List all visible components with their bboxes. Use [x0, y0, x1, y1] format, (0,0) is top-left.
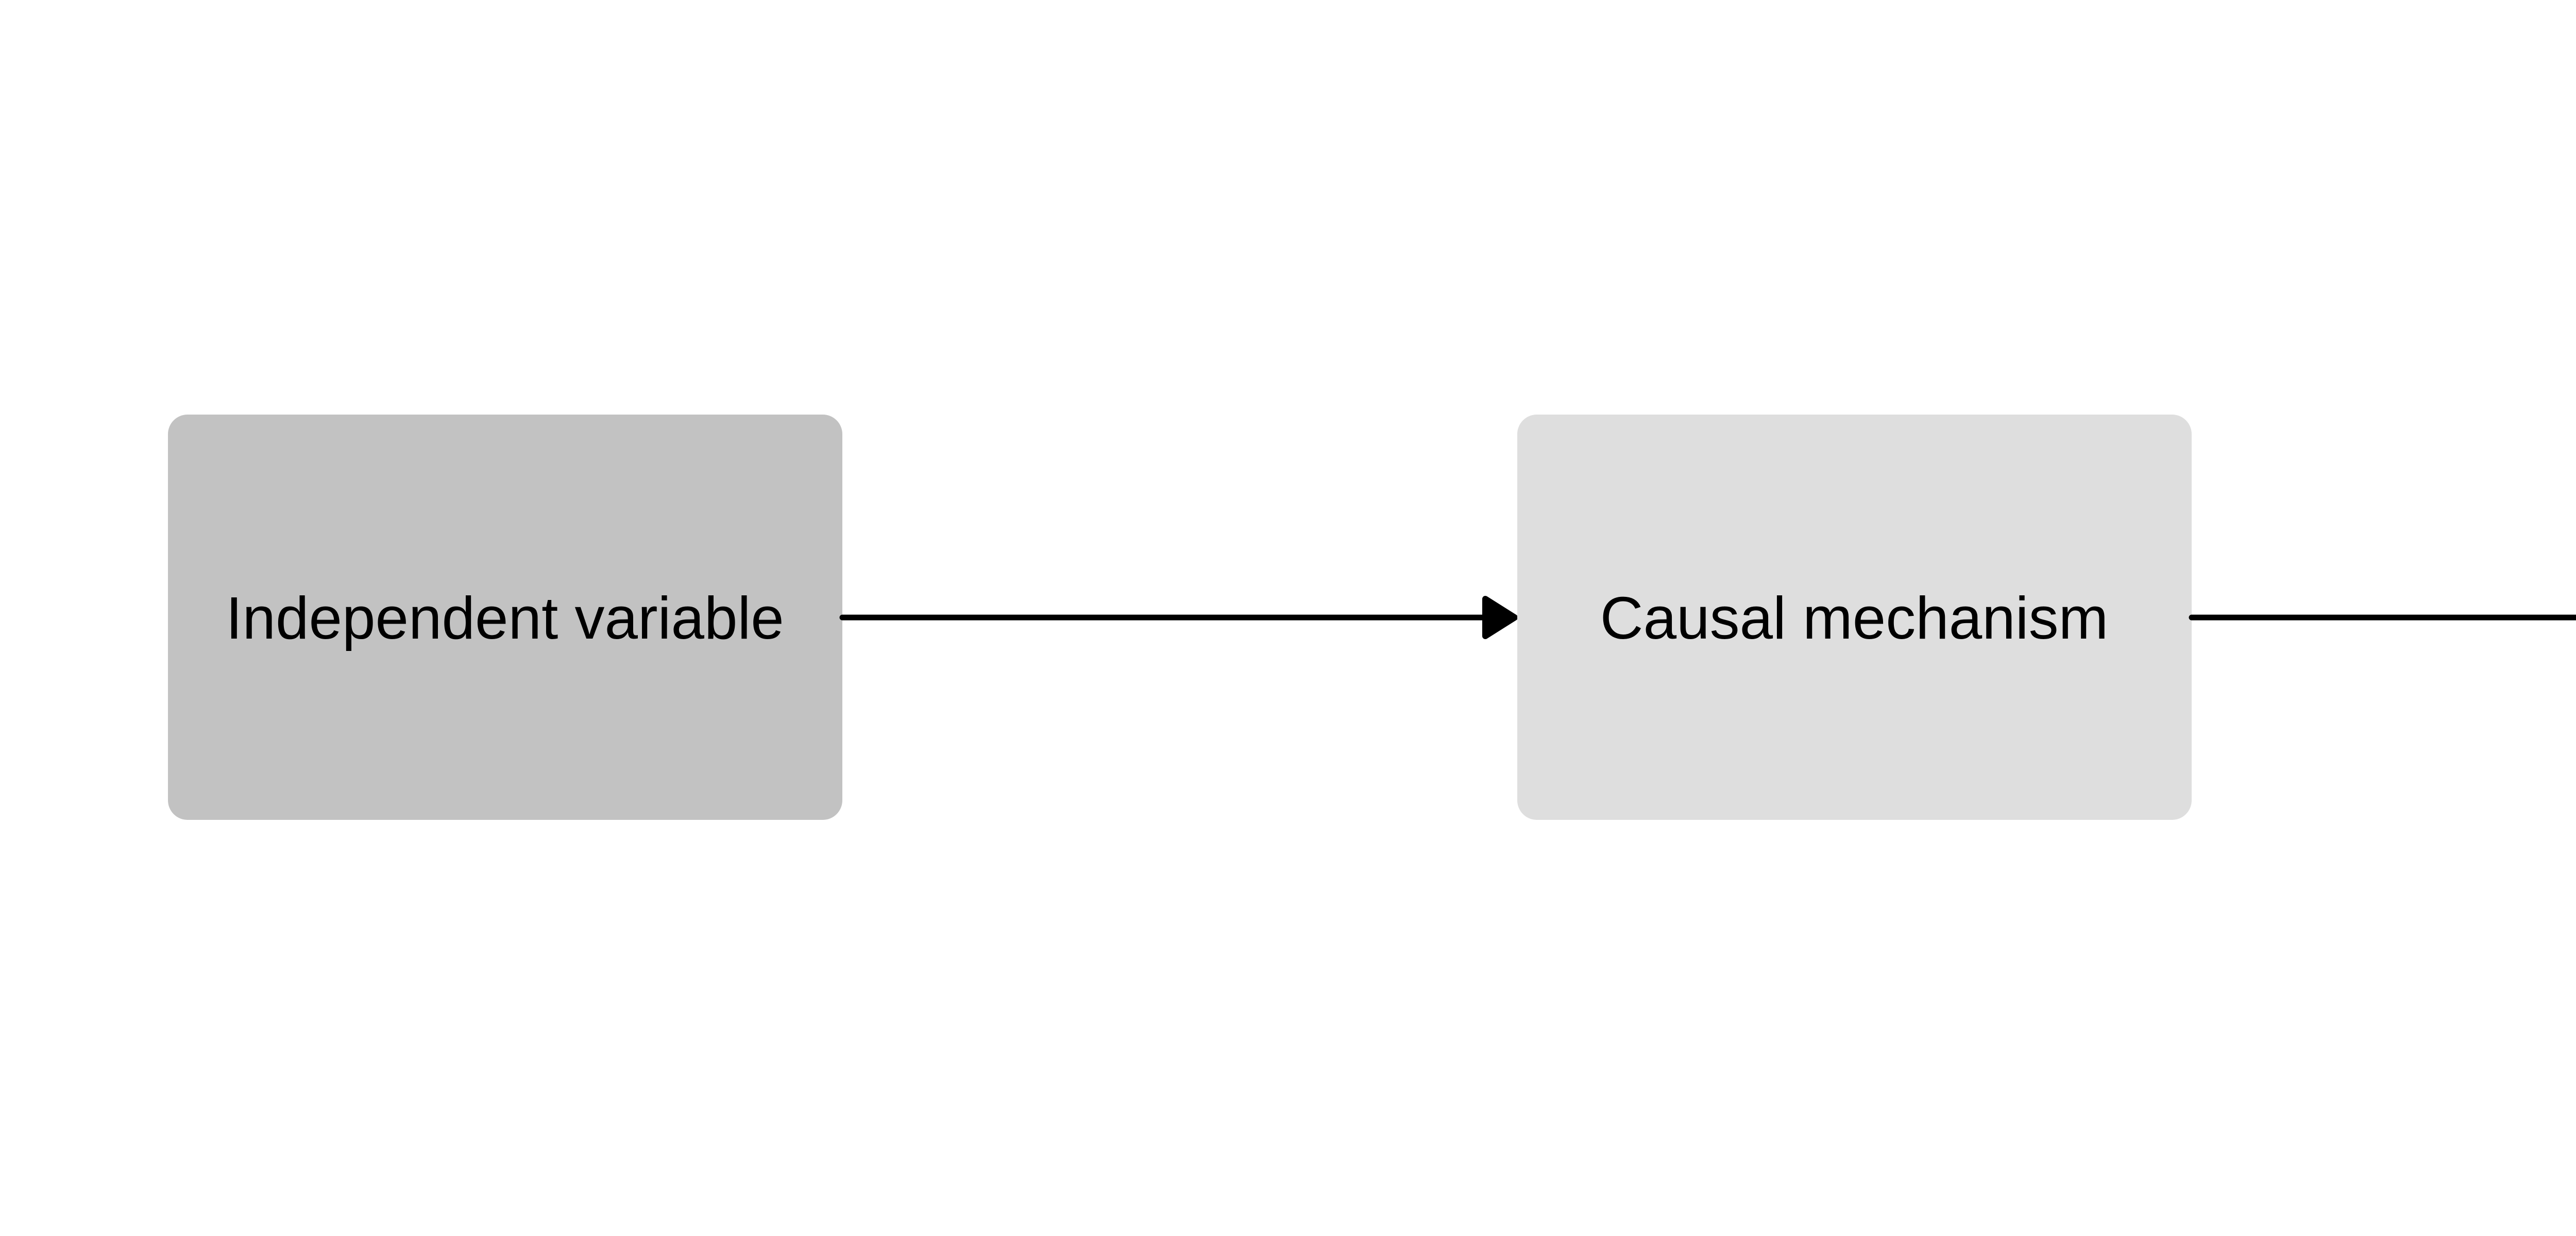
- edge-independent-to-causal: [839, 596, 1518, 639]
- node-independent-variable: Independent variable: [168, 415, 842, 820]
- node-independent-variable-box: [168, 415, 842, 820]
- edge-causal-to-dependent: [2189, 614, 2576, 621]
- arrowhead-right-icon: [1482, 596, 1518, 639]
- node-causal-mechanism-label: Causal mechanism: [1600, 585, 2108, 651]
- node-independent-variable-label: Independent variable: [226, 585, 784, 651]
- node-causal-mechanism: Causal mechanism: [1517, 415, 2192, 820]
- node-causal-mechanism-box: [1517, 415, 2192, 820]
